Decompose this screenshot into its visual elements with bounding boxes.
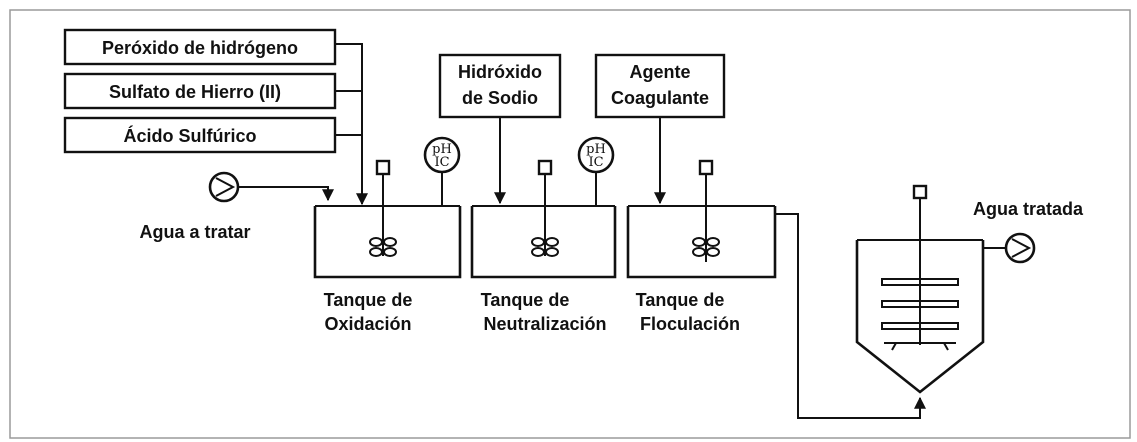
reagent-sulfato-label: Sulfato de Hierro (II) [109,82,281,102]
tank-neutralizacion-label-1: Tanque de [481,290,570,310]
reagent-peroxido-box: Peróxido de hidrógeno [63,28,337,66]
ic-label-1: IC [434,155,449,170]
ph-controller-neutralizacion: pH IC [577,136,615,206]
reagent-sulfato-box: Sulfato de Hierro (II) [63,72,337,110]
tank-floculacion-label-1: Tanque de [636,290,725,310]
reagent-coagulante-label-2: Coagulante [611,88,709,108]
ph-controller-oxidacion: pH IC [423,136,461,206]
ph-label-1: pH [432,142,452,157]
tank-floculacion-label-2: Floculación [640,314,740,334]
outlet-label: Agua tratada [973,199,1084,219]
tank-oxidacion-label-2: Oxidación [324,314,411,334]
inlet-pump-icon [208,171,240,203]
transfer-line [775,213,926,419]
tank-oxidacion [313,159,462,279]
tank-floculacion [626,159,777,279]
diagram-frame [9,9,1131,439]
reagent-acido-label: Ácido Sulfúrico [123,125,256,146]
settler-tank [855,184,985,394]
reagent-hidroxido-label-1: Hidróxido [458,62,542,82]
reagent-feed-lines [335,43,368,206]
reagent-hidroxido-box: Hidróxido de Sodio [438,53,562,119]
reagent-hidroxido-label-2: de Sodio [462,88,538,108]
tank-neutralizacion [470,159,617,279]
ph-label-2: pH [586,142,606,157]
outlet-pump-icon [1004,232,1036,264]
tank-neutralizacion-label-2: Neutralización [483,314,606,334]
inlet-line [238,186,334,202]
inlet-label: Agua a tratar [139,222,250,242]
reagent-peroxido-label: Peróxido de hidrógeno [102,38,298,58]
reagent-coagulante-label-1: Agente [629,62,690,82]
tank-oxidacion-label-1: Tanque de [324,290,413,310]
reagent-coagulante-box: Agente Coagulante [594,53,726,119]
ic-label-2: IC [588,155,603,170]
reagent-acido-box: Ácido Sulfúrico [63,116,337,154]
